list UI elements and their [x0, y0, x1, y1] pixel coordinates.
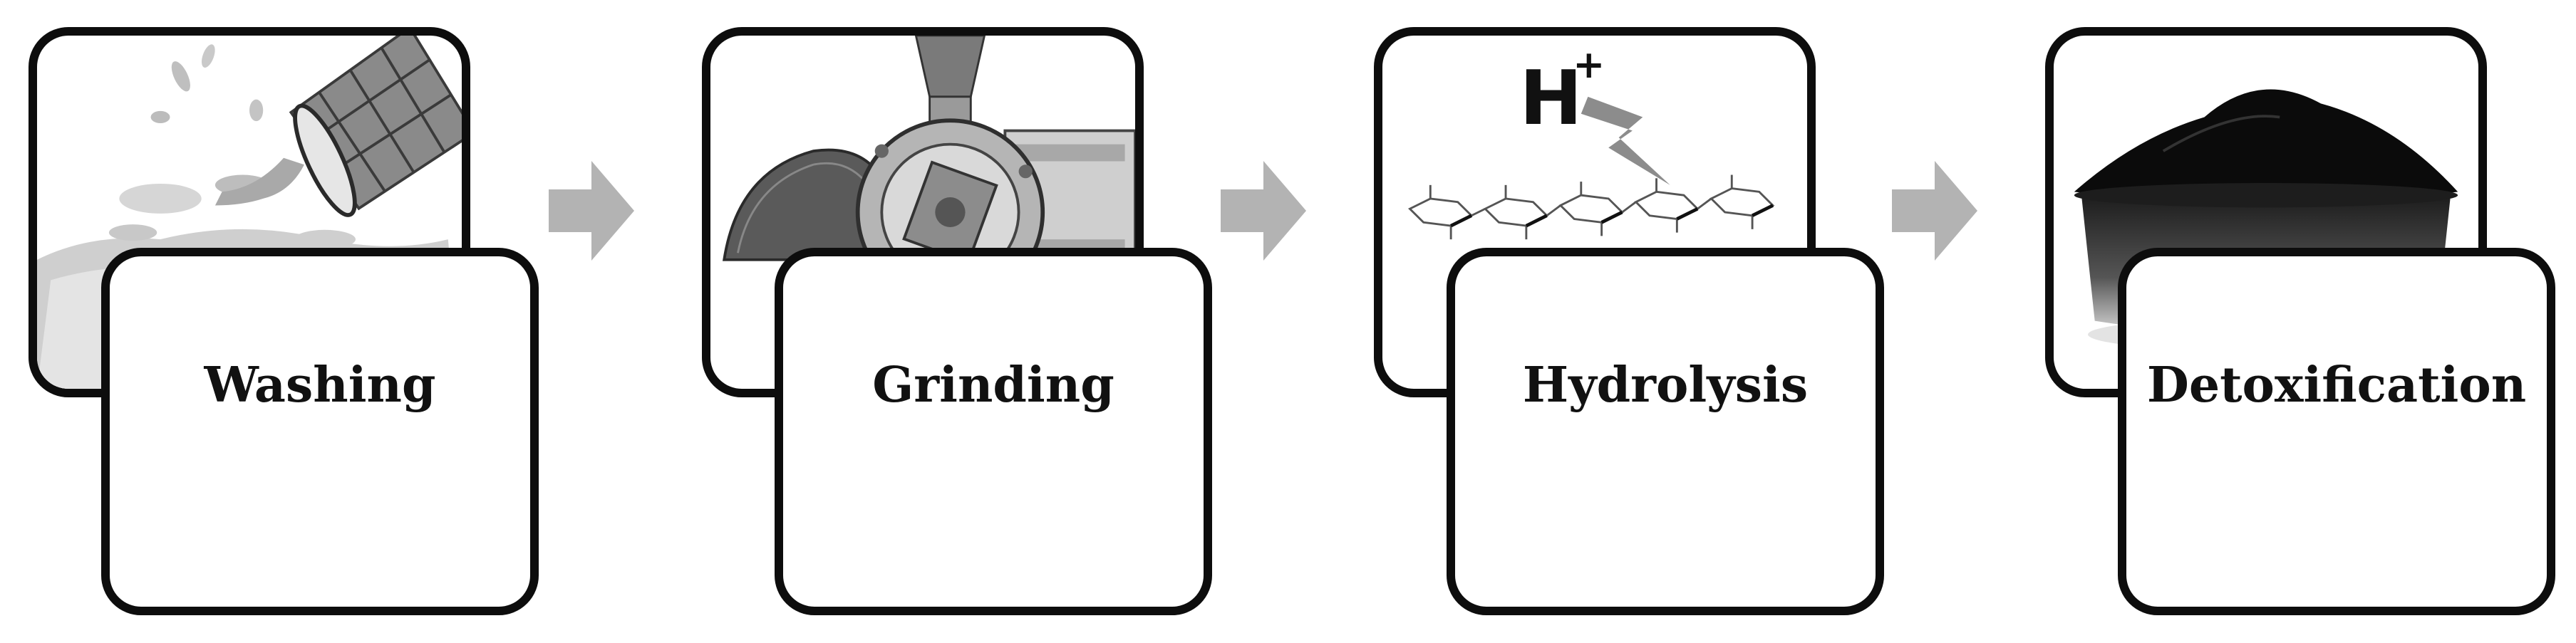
step-hydrolysis: H + [1345, 0, 1887, 643]
hydrolysis-molecule-icon: H + [1408, 42, 1775, 240]
step-washing: Washing [0, 0, 542, 643]
grinding-label-card: Grinding [775, 248, 1212, 615]
step-detoxification: Detoxification [2017, 0, 2558, 643]
proton-symbol: H [1519, 54, 1582, 142]
detoxification-label-card: Detoxification [2118, 248, 2555, 615]
step-grinding: Grinding [673, 0, 1215, 643]
arrow-right-icon [1892, 161, 1977, 261]
arrow-right-icon [1221, 161, 1306, 261]
proton-charge: + [1573, 42, 1605, 87]
grinding-label: Grinding [872, 357, 1114, 414]
hydrolysis-label: Hydrolysis [1522, 357, 1809, 414]
washing-label: Washing [204, 357, 436, 414]
detoxification-label: Detoxification [2146, 357, 2527, 414]
washing-label-card: Washing [101, 248, 539, 615]
hydrolysis-label-card: Hydrolysis [1447, 248, 1884, 615]
arrow-right-icon [549, 161, 634, 261]
